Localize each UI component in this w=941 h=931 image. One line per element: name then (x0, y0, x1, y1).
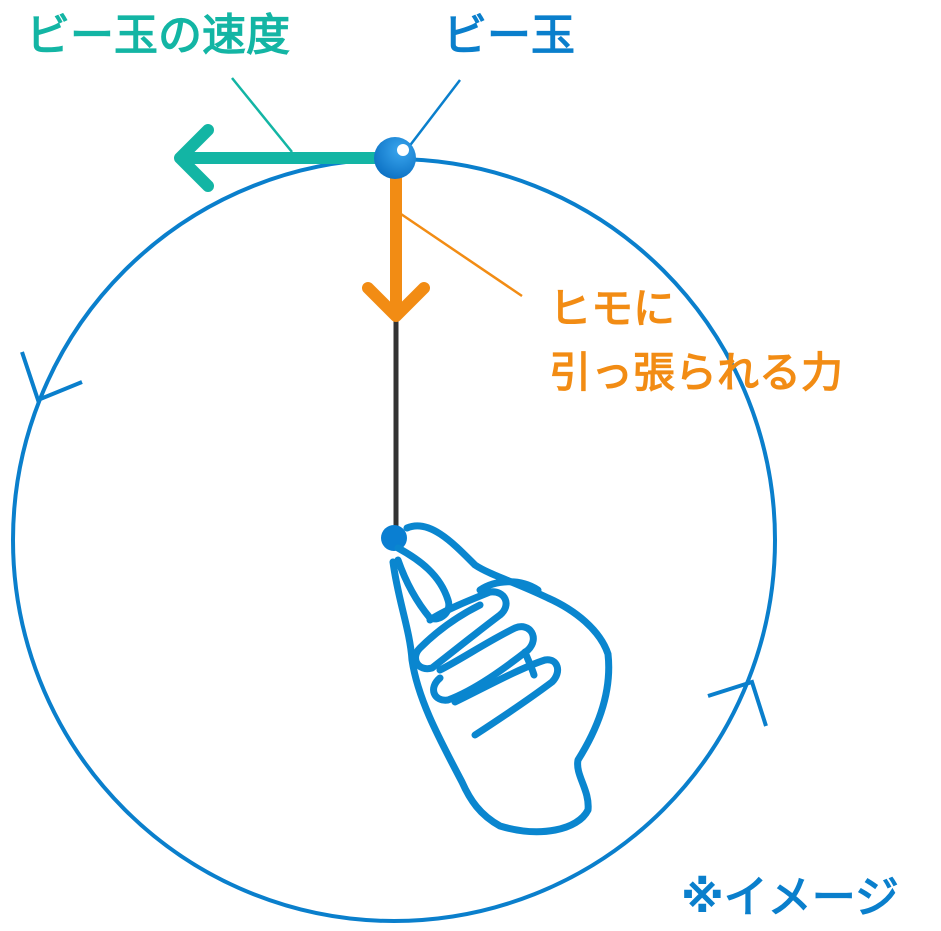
force-label-line-1: ヒモに (549, 284, 676, 333)
marble-label: ビー玉 (443, 10, 575, 61)
direction-arrowhead-icon-left (20, 351, 83, 403)
force-label: ヒモに 引っ張られる力 (549, 277, 843, 405)
velocity-pointer-line (231, 77, 293, 153)
marble-pointer-line (407, 79, 461, 149)
image-note-label: ※イメージ (681, 872, 899, 923)
velocity-label: ビー玉の速度 (26, 10, 290, 61)
hand-icon (381, 522, 613, 836)
marble-sphere-icon (374, 137, 416, 179)
direction-arrowhead-icon-right (707, 679, 768, 727)
force-pointer-line (397, 210, 523, 298)
force-label-line-2: 引っ張られる力 (549, 348, 844, 397)
velocity-arrowhead-icon (174, 124, 214, 192)
force-arrowhead-icon (362, 282, 430, 322)
